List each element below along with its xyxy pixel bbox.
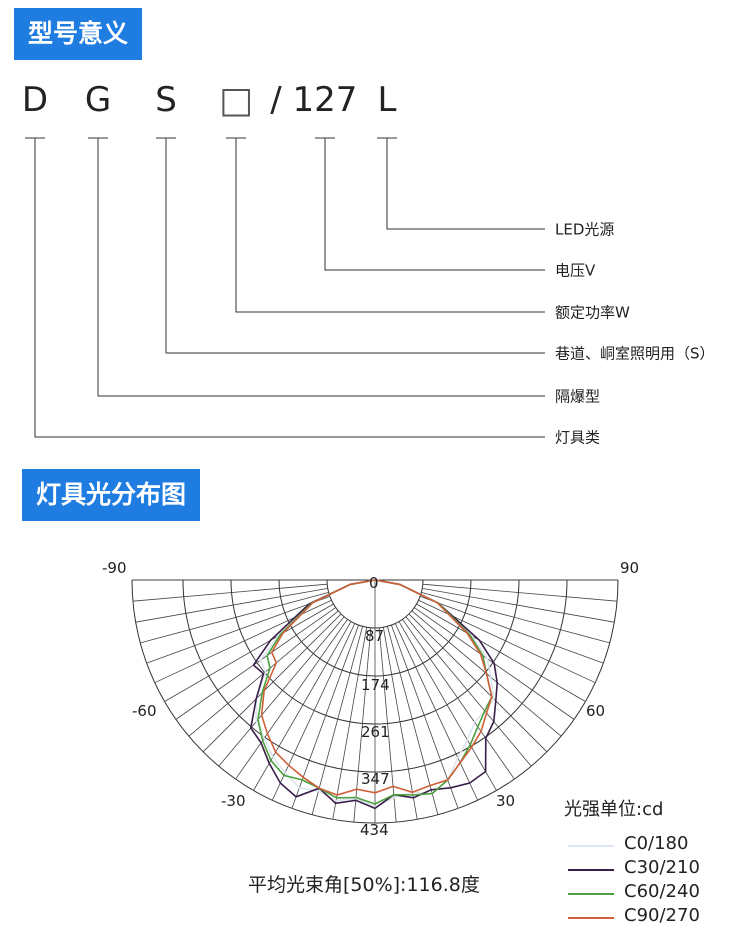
legend-swatch — [568, 893, 614, 895]
grid-spoke — [218, 616, 345, 767]
grid-spoke — [416, 603, 586, 702]
grid-spoke — [402, 619, 515, 780]
model-letter: / — [270, 80, 282, 120]
angle-label: -90 — [102, 559, 127, 577]
grid-spoke — [421, 592, 610, 644]
beam-angle: 平均光束角[50%]:116.8度 — [248, 874, 480, 896]
model-letter: G — [84, 80, 112, 120]
leader-lines — [25, 137, 545, 438]
legend-swatch — [568, 869, 614, 871]
meaning-label: 电压V — [555, 261, 596, 280]
radial-tick: 261 — [361, 723, 390, 741]
legend-swatch — [568, 917, 614, 919]
section-title-distribution: 灯具光分布图 — [22, 469, 201, 521]
grid-spoke — [422, 587, 615, 623]
grid-spoke — [391, 624, 459, 809]
radial-tick: 0 — [369, 574, 379, 592]
legend-swatch — [568, 845, 614, 847]
grid-spoke — [253, 621, 352, 791]
meaning-label: 巷道、峒室照明用（S） — [555, 344, 715, 363]
legend-label: C90/270 — [624, 905, 700, 926]
model-letter: L — [377, 80, 397, 120]
grid-spoke — [394, 623, 479, 801]
radial-tick: 434 — [360, 821, 389, 839]
grid-spoke — [202, 613, 342, 753]
grid-spoke — [135, 587, 328, 623]
angle-label: -60 — [132, 702, 157, 720]
grid-spoke — [332, 627, 368, 820]
section-title-model: 型号意义 — [14, 8, 143, 60]
unit-label: 光强单位:cd — [564, 799, 664, 820]
model-letter: □ — [218, 80, 254, 121]
meaning-label: 灯具类 — [555, 428, 601, 447]
grid-spoke — [164, 603, 334, 702]
grid-spoke — [398, 621, 497, 791]
radial-tick: 87 — [365, 627, 385, 645]
radial-tick: 174 — [361, 676, 390, 694]
angle-label: 90 — [620, 559, 640, 577]
series-line-C0-180 — [255, 579, 495, 808]
grid-spoke — [140, 592, 329, 644]
angle-label: 30 — [496, 792, 516, 810]
model-letter: 127 — [292, 80, 358, 120]
grid-spoke — [175, 607, 336, 720]
grid-spoke — [378, 627, 397, 823]
model-letter: D — [21, 80, 49, 120]
model-letter: S — [155, 80, 177, 120]
legend-label: C0/180 — [624, 833, 689, 854]
grid-spoke — [405, 616, 532, 767]
radial-tick: 347 — [361, 770, 390, 788]
legend-label: C30/210 — [624, 857, 700, 878]
meaning-label: 额定功率W — [555, 303, 630, 322]
grid-spoke — [146, 596, 331, 664]
legend-label: C60/240 — [624, 881, 700, 902]
meaning-label: 隔爆型 — [555, 387, 601, 406]
grid-spoke — [418, 599, 596, 684]
grid-spoke — [387, 626, 439, 815]
grid-spoke — [382, 627, 418, 820]
series-line-C30-210 — [249, 579, 499, 810]
angle-label: -30 — [221, 792, 246, 810]
grid-spoke — [132, 583, 328, 602]
angle-label: 60 — [586, 702, 606, 720]
grid-spoke — [408, 613, 548, 753]
grid-spoke — [311, 626, 363, 815]
grid-spoke — [422, 583, 618, 602]
grid-spoke — [154, 599, 332, 684]
series-line-C90-270 — [260, 579, 493, 796]
grid-spoke — [271, 623, 356, 801]
meaning-label: LED光源 — [555, 220, 615, 239]
grid-spoke — [235, 619, 348, 780]
grid-spoke — [419, 596, 604, 664]
